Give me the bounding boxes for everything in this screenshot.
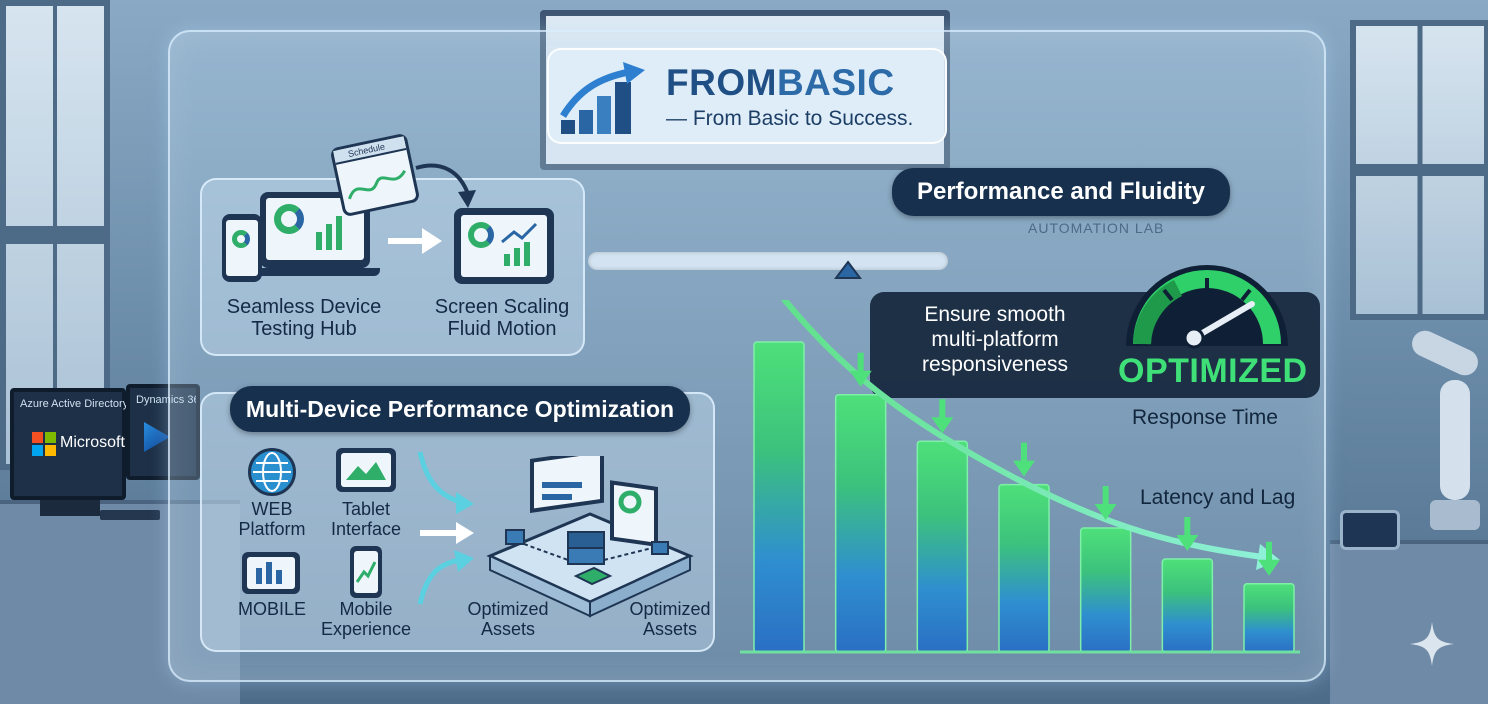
azure-monitor: Azure Active Directory Microsoft [10,388,129,500]
tablet-on-stand [1340,510,1400,550]
down-arrow-icon [1176,517,1199,551]
brand-name-part2: BASIC [776,62,895,103]
label-line-1: Seamless Device [226,296,382,318]
label-line-1: Optimized [629,599,711,619]
down-arrow-icon [1258,541,1280,576]
tablet-interface-icon [336,448,396,492]
mobile-experience-label: Mobile Experience [314,599,418,640]
screen-scaling-label: Screen Scaling Fluid Motion [414,296,590,340]
curved-arrow-icon [415,163,476,208]
progress-track [588,252,948,270]
office-window-right [1350,20,1488,320]
seamless-device-label: Seamless Device Testing Hub [214,296,394,340]
response-time-bar-chart [740,272,1300,660]
mobile-icon [242,552,300,594]
brand-tagline: — From Basic to Success. [666,107,914,130]
brand-logo-card: FROMBASIC — From Basic to Success. [547,48,947,144]
monitor-title: Dynamics 365 [136,394,196,406]
lab-sign: AUTOMATION LAB [1028,220,1165,236]
label-line-1: Mobile [339,599,393,619]
chart-bar [916,440,969,653]
label-line-2: Platform [238,518,306,539]
chart-bar [1079,527,1132,653]
chart-bar [998,483,1050,653]
label-line-2: Experience [320,618,412,639]
sparkle-icon [1410,622,1454,666]
growth-bars-logo-icon [559,60,659,136]
chart-bar [1161,558,1214,653]
monitor-brand: Microsoft [60,434,125,451]
optimized-assets-left-label: Optimized Assets [456,599,560,640]
mobile-label: MOBILE [237,599,307,619]
response-time-label: Response Time [1132,406,1278,429]
optimization-panel-title: Multi-Device Performance Optimization [230,386,690,432]
keyboard [100,510,160,520]
chart-bar [834,393,887,653]
tablet-icon [454,208,554,284]
label-line-2: Fluid Motion [447,318,557,340]
label-line-2: Assets [642,618,698,639]
chart-bar [753,341,805,653]
optimized-label: OPTIMIZED [1118,352,1308,390]
label-line-2: Testing Hub [251,318,357,340]
tablet-interface-label: Tablet Interface [318,499,414,540]
microsoft-logo-icon [32,432,56,456]
label-line-1: WEB [251,499,293,519]
label-line-2: Assets [480,618,536,639]
speedometer-gauge-icon [1118,250,1296,350]
calendar-icon: Schedule [329,132,421,218]
office-desk-right [1330,540,1488,704]
right-arrow-icon [388,228,442,254]
note-line-3: responsiveness [922,353,1068,377]
phone-icon [222,214,262,282]
brand-name: FROMBASIC [666,62,895,104]
monitor-title: Azure Active Directory [20,398,129,410]
robot-arm-icon [1380,300,1483,540]
down-arrow-icon [1094,486,1117,520]
label-line-2: Interface [330,518,402,539]
monitor-stand [40,500,100,516]
optimized-assets-right-label: Optimized Assets [618,599,722,640]
down-arrow-icon [931,399,954,434]
brand-name-part1: FROM [666,62,777,103]
note-line-1: Ensure smooth [924,303,1066,326]
web-platform-label: WEB Platform [230,499,314,540]
chart-bar [1243,583,1295,653]
smooth-note: Ensure smooth multi-platform responsiven… [900,302,1090,378]
phone-chart-icon [350,546,382,598]
laptop-base [250,268,380,276]
note-line-2: multi-platform [931,328,1059,352]
slider-marker-icon [834,260,862,279]
label-line-1: Optimized [467,599,549,619]
down-arrow-icon [1013,442,1035,477]
chart-svg [740,272,1300,654]
dynamics-logo-icon [144,422,170,452]
globe-icon [248,448,296,496]
label-line-1: Screen Scaling [434,296,570,318]
converging-arrows-icon [417,451,474,605]
label-line-1: Tablet [341,499,391,519]
dynamics-monitor: Dynamics 365 [126,384,200,480]
performance-title: Performance and Fluidity [892,168,1230,216]
down-arrow-icon [849,352,872,387]
latency-label: Latency and Lag [1140,486,1296,509]
isometric-platform-icon [480,448,700,626]
